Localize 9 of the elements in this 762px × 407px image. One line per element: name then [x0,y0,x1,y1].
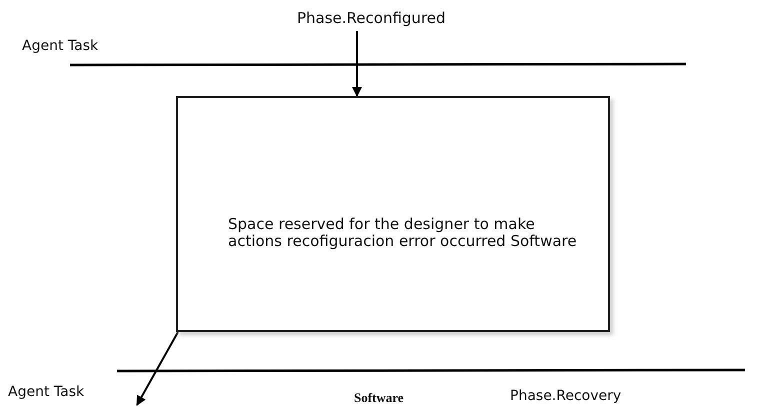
software-label: Software [354,389,404,406]
reserved-space-box [176,96,610,332]
box-text: Space reserved for the designer to make actions recofiguracion error occurred Software [228,216,578,250]
phase-label: Phase.Recovery [510,388,622,405]
arrow [136,332,179,406]
phase-label: Phase.Reconfigured [297,10,446,27]
arrow [352,31,362,97]
lane-label: Agent Task [22,38,98,55]
lane-label: Agent Task [8,384,84,401]
